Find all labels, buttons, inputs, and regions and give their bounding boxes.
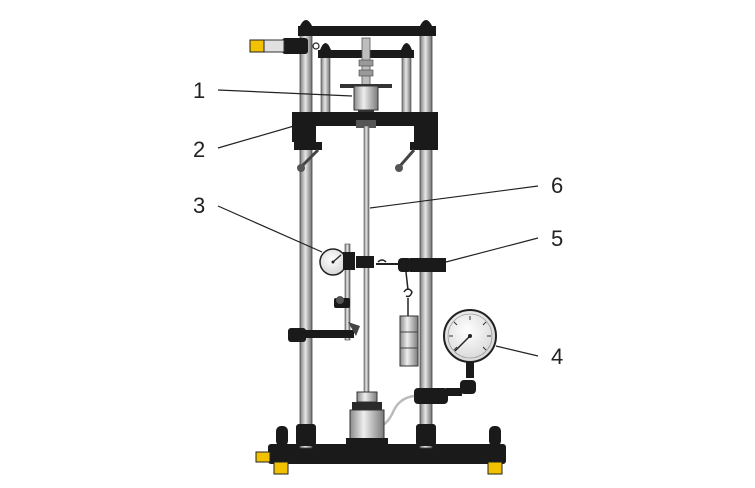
pressure-gauge xyxy=(414,309,497,404)
hanging-weight xyxy=(399,315,419,367)
callout-5: 5 xyxy=(551,226,563,251)
hydraulic-line xyxy=(379,394,415,428)
top-crossbar xyxy=(298,26,436,36)
leader-lines xyxy=(217,89,539,357)
leader-5 xyxy=(445,237,539,263)
hydraulic-cylinder xyxy=(346,391,388,446)
right-outer-column xyxy=(416,20,436,449)
leader-2 xyxy=(217,125,295,149)
base-plate xyxy=(255,426,506,475)
dial-gauge-assembly xyxy=(288,243,387,342)
leader-3 xyxy=(217,205,323,253)
top-left-clamp xyxy=(249,38,320,54)
leader-6 xyxy=(369,185,539,209)
leader-1 xyxy=(217,89,353,97)
callout-2: 2 xyxy=(193,137,205,162)
crosshead xyxy=(292,112,438,172)
callout-6: 6 xyxy=(551,173,563,198)
callout-3: 3 xyxy=(193,193,205,218)
adjusting-screw xyxy=(340,37,392,89)
left-outer-column xyxy=(296,20,316,449)
load-cell xyxy=(353,85,379,116)
leader-4 xyxy=(495,345,539,357)
weight-hanger-clamp xyxy=(376,258,446,367)
callout-1: 1 xyxy=(193,78,205,103)
callout-4: 4 xyxy=(551,344,563,369)
